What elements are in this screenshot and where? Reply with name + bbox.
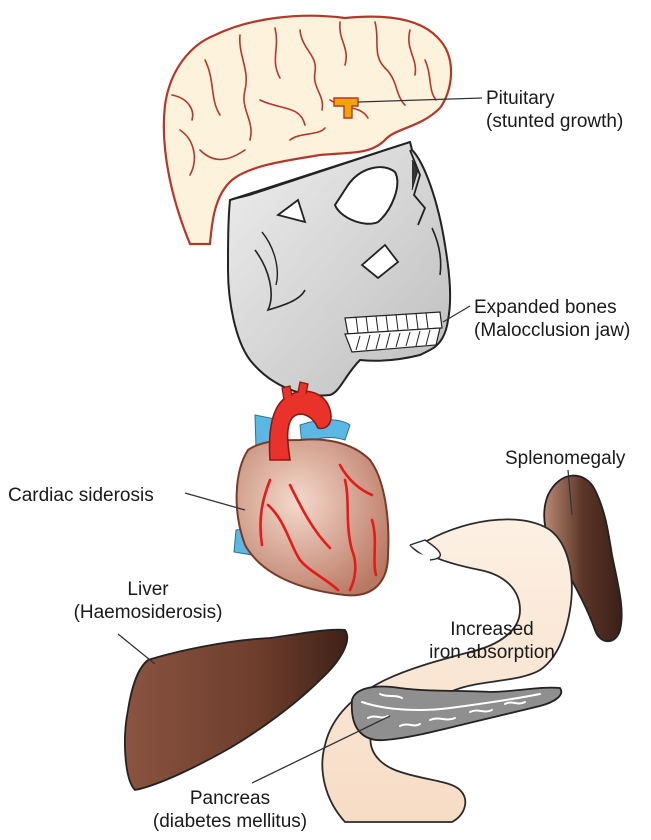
pancreas-label-line2: (diabetes mellitus) xyxy=(153,810,307,833)
spleen-label: Splenomegaly xyxy=(505,447,625,470)
iron-label-line2: iron absorption xyxy=(429,641,555,664)
pituitary-label: Pituitary (stunted growth) xyxy=(486,87,623,133)
cardiac-label: Cardiac siderosis xyxy=(8,484,154,507)
iron-absorption-label: Increased iron absorption xyxy=(429,618,555,664)
liver-label: Liver (Haemosiderosis) xyxy=(74,578,223,624)
bones-label: Expanded bones (Malocclusion jaw) xyxy=(474,296,630,342)
pancreas-label: Pancreas (diabetes mellitus) xyxy=(153,787,307,833)
liver-leader-line xyxy=(118,634,155,664)
bones-label-line1: Expanded bones xyxy=(474,296,630,319)
pituitary-label-line1: Pituitary xyxy=(486,87,623,110)
bones-label-line2: (Malocclusion jaw) xyxy=(474,319,630,342)
cardiac-label-line1: Cardiac siderosis xyxy=(8,484,154,507)
iron-label-line1: Increased xyxy=(429,618,555,641)
heart-icon xyxy=(234,382,388,595)
pituitary-label-line2: (stunted growth) xyxy=(486,110,623,133)
spleen-label-line1: Splenomegaly xyxy=(505,447,625,470)
liver-label-line1: Liver xyxy=(74,578,223,601)
pancreas-label-line1: Pancreas xyxy=(153,787,307,810)
liver-label-line2: (Haemosiderosis) xyxy=(74,601,223,624)
liver-icon xyxy=(125,630,347,790)
pancreas-icon xyxy=(352,687,562,741)
skull-icon xyxy=(228,142,450,395)
